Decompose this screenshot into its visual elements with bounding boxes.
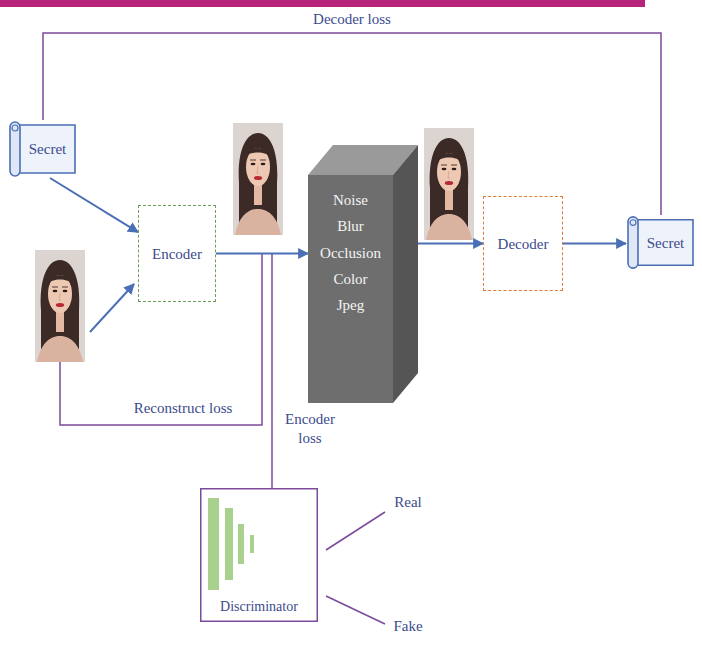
- node-content: Secret: [639, 219, 692, 266]
- node-content: Noise Blur Occlusion Color Jpeg: [308, 187, 393, 403]
- scroll-body: [17, 125, 75, 173]
- encoder-box: Encoder: [138, 205, 216, 302]
- cover-face-image: [35, 250, 85, 362]
- network-layer-bar: [225, 508, 233, 580]
- fake-leader-line: [326, 596, 385, 624]
- node-content: Encoder: [143, 210, 211, 297]
- network-layer-bar: [250, 535, 254, 553]
- scroll-roll: [628, 217, 638, 268]
- cube-side: [393, 145, 418, 403]
- scroll-curl: [12, 125, 18, 131]
- decoder-box: Decoder: [483, 196, 563, 291]
- secret-scroll: Secret: [8, 120, 78, 178]
- flow-arrow: [563, 243, 626, 245]
- discriminator-box-text: Discriminator: [220, 599, 298, 616]
- class-label: Real: [388, 493, 428, 512]
- scroll-roll: [10, 122, 20, 176]
- image-input-arrow: [90, 284, 134, 332]
- node-content: Discriminator: [204, 588, 314, 616]
- network-layer-bar: [208, 498, 219, 590]
- flow-arrow: [50, 178, 138, 232]
- secret-scroll: Secret: [626, 215, 696, 270]
- header-bar: [0, 0, 645, 7]
- reconstruct-loss-line: [60, 254, 262, 425]
- stego-face-image: [233, 123, 283, 235]
- loss-label: Decoder loss: [313, 10, 391, 29]
- scroll-curl: [630, 220, 636, 226]
- network-layer-bar: [238, 524, 244, 564]
- loss-label: Reconstruct loss: [108, 399, 258, 418]
- class-label: Fake: [388, 617, 428, 636]
- secret-scroll-text: Secret: [647, 234, 684, 252]
- distortion-cube-text: Noise Blur Occlusion Color Jpeg: [308, 187, 393, 318]
- secret-scroll-text: Secret: [29, 140, 66, 158]
- real-leader-line: [326, 512, 385, 550]
- node-content: Secret: [21, 124, 74, 174]
- loss-label: Encoder loss: [277, 410, 343, 448]
- encoder-loss-line: [271, 254, 273, 488]
- cube-front: [308, 175, 393, 403]
- flow-arrow: [216, 253, 308, 255]
- discriminator-border: [201, 489, 318, 622]
- distortion-cube: Noise Blur Occlusion Color Jpeg: [308, 145, 418, 403]
- decoder-box-text: Decoder: [498, 235, 549, 253]
- encoder-box-text: Encoder: [152, 245, 202, 263]
- discriminator-box: Discriminator: [200, 488, 318, 622]
- scroll-body: [635, 220, 693, 266]
- node-content: Decoder: [488, 201, 558, 286]
- distorted-face-image: [424, 128, 474, 240]
- flow-arrow: [418, 243, 483, 245]
